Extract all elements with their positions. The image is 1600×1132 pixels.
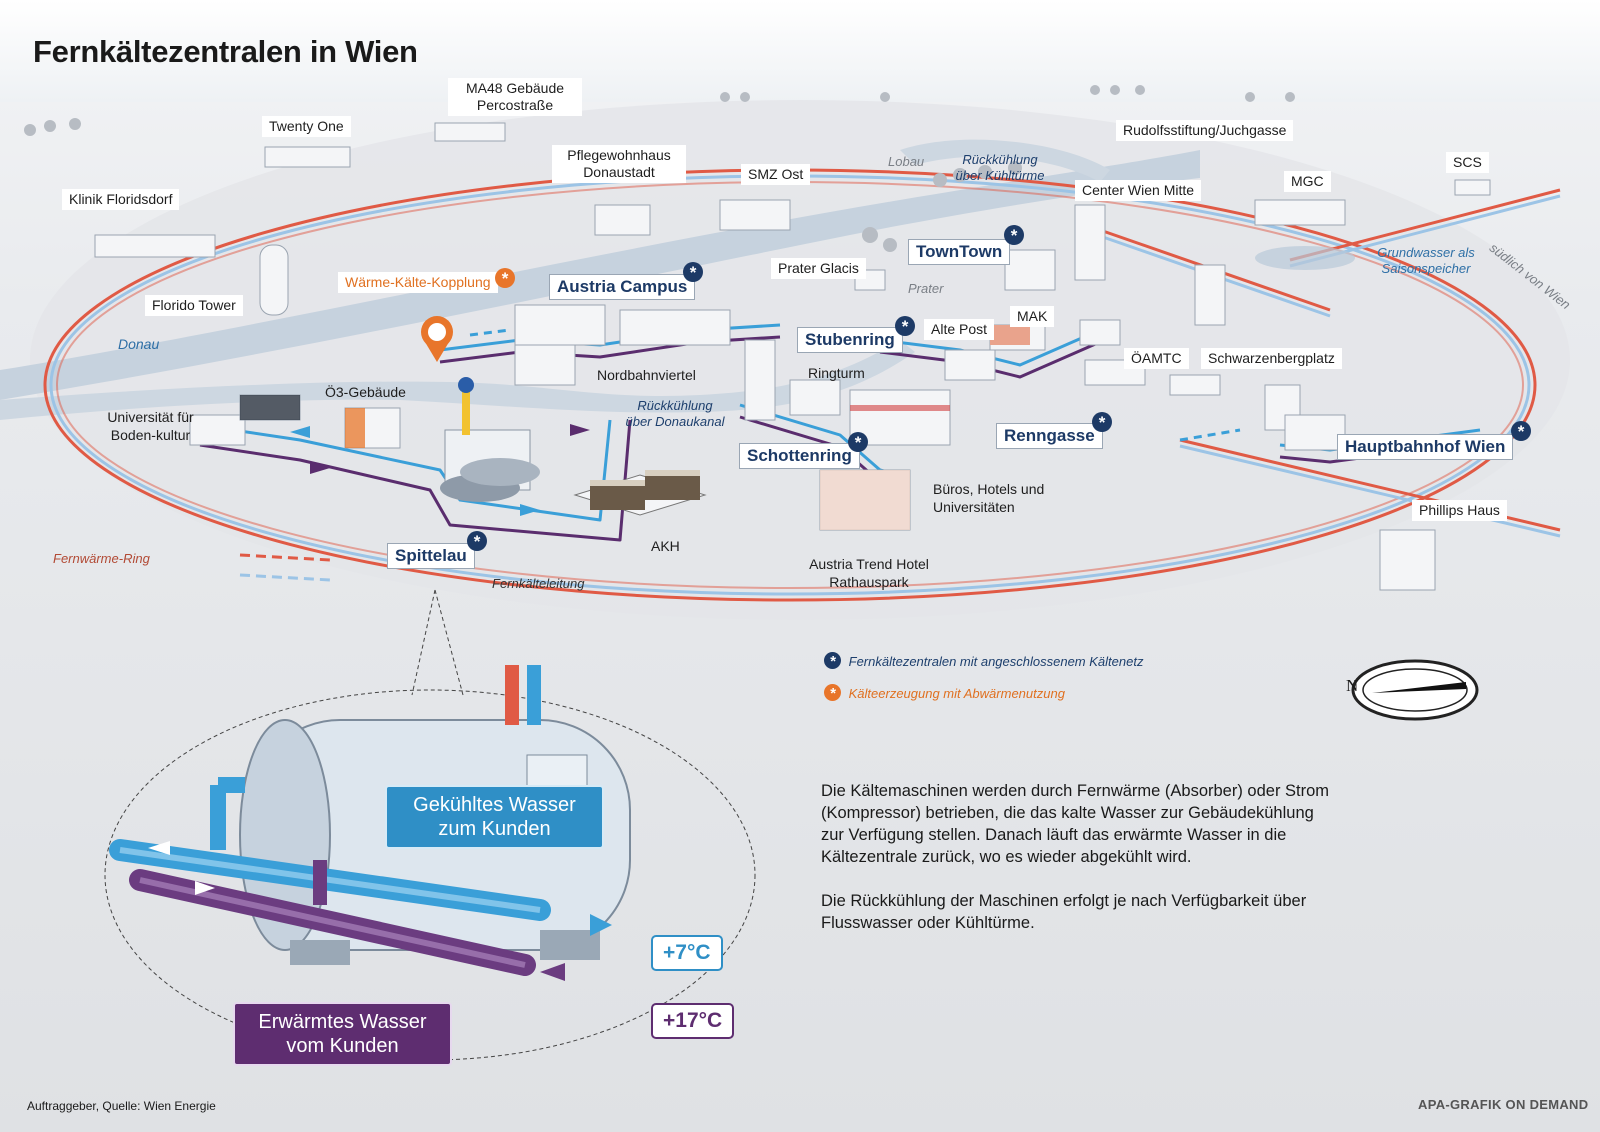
label-oe3: Ö3-Gebäude — [325, 384, 406, 400]
lobau-arm — [900, 139, 1110, 182]
label-alte-post: Alte Post — [924, 319, 995, 340]
grundwasser-speicher — [1255, 246, 1355, 270]
schottenring-star-icon: * — [848, 432, 868, 452]
label-fernkaelteleitung: Fernkälteleitung — [492, 576, 585, 591]
callout-warmed-water: Erwärmtes Wasser vom Kunden — [233, 1002, 452, 1066]
label-klinik-floridsdorf: Klinik Floridsdorf — [62, 189, 180, 210]
label-bueros: Büros, Hotels und Universitäten — [933, 481, 1045, 515]
description-p1: Die Kältemaschinen werden durch Fernwärm… — [821, 782, 1330, 866]
temp-warm: +17°C — [651, 1003, 735, 1039]
legend-navy-star-icon: * — [824, 652, 841, 670]
towntown-star-icon: * — [1004, 225, 1024, 245]
label-rudolfsstiftung: Rudolfsstiftung/Juchgasse — [1116, 120, 1294, 141]
central-austria-campus: Austria Campus — [549, 274, 696, 300]
label-phillips-haus: Phillips Haus — [1412, 500, 1507, 521]
akh-building — [573, 470, 707, 516]
stubenring-star-icon: * — [895, 316, 915, 336]
donaukanal — [0, 340, 915, 420]
page-title: Fernkältezentralen in Wien — [33, 34, 418, 69]
label-donau: Donau — [118, 336, 160, 352]
flow-arrows — [290, 424, 590, 516]
label-boku: Universität für Boden-kultur — [107, 409, 194, 443]
orange-star-icon: * — [495, 268, 515, 288]
label-rueckkuehlung-donaukanal: Rückkühlung über Donaukanal — [625, 398, 725, 429]
label-prater: Prater — [908, 281, 944, 296]
label-twenty-one: Twenty One — [262, 116, 351, 137]
sky-band — [0, 0, 1600, 102]
footer-brand: APA-GRAFIK ON DEMAND — [1418, 1097, 1589, 1112]
label-pflegewohnhaus: Pflegewohnhaus Donaustadt — [552, 145, 686, 183]
central-towntown: TownTown — [908, 239, 1011, 265]
label-ma48: MA48 Gebäude Percostraße — [448, 78, 582, 116]
label-center-wien-mitte: Center Wien Mitte — [1075, 180, 1202, 201]
temp-cold: +7°C — [651, 935, 723, 971]
city-ground — [30, 100, 1570, 620]
label-schwarzenbergplatz: Schwarzenbergplatz — [1201, 348, 1342, 369]
label-florido-tower: Florido Tower — [145, 295, 243, 316]
compass-letter: N — [1346, 676, 1359, 695]
label-fernwaerme-ring: Fernwärme-Ring — [53, 551, 150, 566]
central-renngasse: Renngasse — [996, 423, 1103, 449]
label-akh: AKH — [651, 538, 680, 554]
trees — [24, 79, 1295, 252]
label-prater-glacis: Prater Glacis — [771, 258, 866, 279]
label-grundwasser: Grundwasser als Saisonspeicher — [1377, 245, 1475, 276]
legend-orange: * Kälteerzeugung mit Abwärmenutzung — [824, 684, 1065, 702]
compass-rose — [1351, 659, 1479, 721]
label-rueckkuehlung-kuehltuerme: Rückkühlung über Kühltürme — [955, 152, 1045, 183]
label-mak: MAK — [1010, 306, 1055, 327]
description: Die Kältemaschinen werden durch Fernwärm… — [821, 780, 1341, 956]
austria-campus-star-icon: * — [683, 262, 703, 282]
hauptbahnhof-star-icon: * — [1511, 421, 1531, 441]
legend-orange-star-icon: * — [824, 684, 841, 702]
callout-cooled-water: Gekühltes Wasser zum Kunden — [385, 785, 604, 849]
label-ringturm: Ringturm — [808, 365, 865, 381]
label-nordbahnviertel: Nordbahnviertel — [597, 367, 696, 383]
waerme-kaelte-pin — [421, 316, 453, 362]
label-oeamtc: ÖAMTC — [1124, 348, 1189, 369]
legend-navy-text: Fernkältezentralen mit angeschlossenem K… — [848, 654, 1144, 669]
description-p2: Die Rückkühlung der Maschinen erfolgt je… — [821, 892, 1307, 932]
central-spittelau: Spittelau — [387, 543, 475, 569]
renngasse-star-icon: * — [1092, 412, 1112, 432]
spittelau-plant — [440, 377, 540, 502]
label-austria-trend: Austria Trend Hotel Rathauspark — [809, 556, 929, 590]
building-accents — [240, 325, 1030, 530]
label-smz-ost: SMZ Ost — [741, 164, 811, 185]
label-mgc: MGC — [1284, 171, 1331, 192]
legend-orange-text: Kälteerzeugung mit Abwärmenutzung — [848, 686, 1065, 701]
central-hauptbahnhof: Hauptbahnhof Wien — [1337, 434, 1514, 460]
label-waerme-kaelte-kopplung: Wärme-Kälte-Kopplung — [338, 272, 498, 293]
footer-source: Auftraggeber, Quelle: Wien Energie — [27, 1099, 216, 1113]
central-schottenring: Schottenring — [739, 443, 860, 469]
central-stubenring: Stubenring — [797, 327, 903, 353]
detail-pipes — [109, 777, 612, 981]
label-lobau: Lobau — [888, 154, 925, 169]
spittelau-star-icon: * — [467, 531, 487, 551]
legend-navy: * Fernkältezentralen mit angeschlossenem… — [824, 652, 1144, 670]
label-scs: SCS — [1446, 152, 1489, 173]
